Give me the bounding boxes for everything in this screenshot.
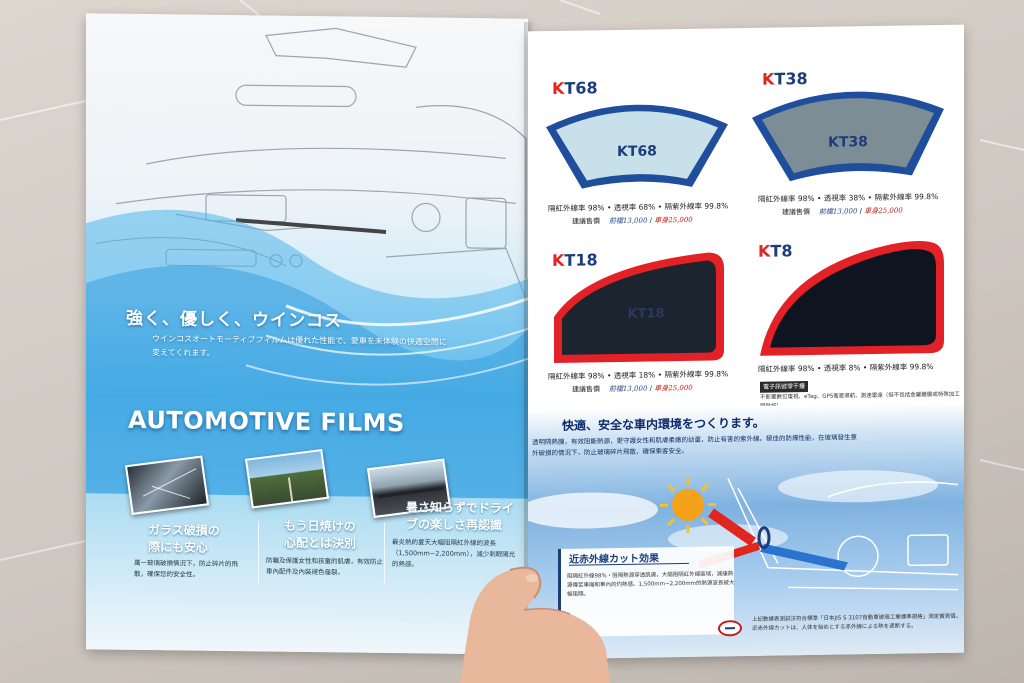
price-label: 建議售價	[782, 207, 810, 217]
film-swatch-kt68: KT68	[546, 104, 728, 189]
em-interference-badge: 電子訊號零干擾	[760, 381, 809, 393]
film-glass-text: KT18	[627, 306, 664, 322]
left-page: 強く、優しく、ウインコス ウインコスオートモーティブフィルムは優れた性能で、愛車…	[86, 13, 528, 655]
price-label: 建議售價	[572, 385, 600, 394]
price-body: 車身25,000	[654, 215, 693, 225]
price-front: 前檔13,000	[818, 207, 858, 216]
film-swatch-kt18: KT18	[554, 252, 724, 364]
price-body: 車身25,000	[654, 383, 693, 393]
film-spec-kt38: 隔紅外線率 98% • 透視率 38% • 隔紫外線率 99.8%	[758, 191, 939, 204]
feature-title-line: もう日焼けの	[284, 518, 356, 534]
feature-title-line: 際にも安心	[148, 540, 209, 555]
price-label: 建議售價	[572, 217, 600, 226]
film-glass-text: KT68	[617, 143, 657, 160]
price-front: 前檔13,000	[608, 216, 648, 226]
sky-section-title: 快適、安全な車内環境をつくります。	[562, 415, 765, 433]
automotive-films-title: AUTOMOTIVE FILMS	[128, 405, 405, 438]
feature-title-glass: ガラス破損の 際にも安心	[148, 522, 220, 557]
film-spec-kt68: 隔紅外線率 98% • 透視率 68% • 隔紫外線率 99.8%	[548, 201, 729, 214]
feature-desc-glass: 萬一玻璃破損情況下，防止碎片的飛散，確保您的安全性。	[134, 558, 238, 579]
feature-title-line: 心配とは決別	[284, 535, 357, 551]
film-spec-kt8: 隔紅外線率 98% • 透視率 8% • 隔紫外線率 99.8%	[758, 362, 934, 374]
feature-title-line: 暑さ知らずでドライ	[406, 500, 514, 516]
film-name-k: K	[552, 78, 565, 99]
hand-holding-brochure	[460, 566, 610, 683]
film-swatch-kt8	[760, 241, 944, 356]
film-price-kt38: 建議售價 前檔13,000 / 車身25,000	[782, 206, 903, 218]
sun-icon	[660, 476, 716, 533]
film-spec-kt18: 隔紅外線率 98% • 透視率 18% • 隔紫外線率 99.8%	[548, 369, 729, 382]
feature-title-line: ガラス破損の	[148, 523, 220, 538]
heat-arrow-red	[708, 508, 756, 546]
film-name-rest: T68	[564, 78, 598, 98]
right-page: KT68 KT68 隔紅外線率 98% • 透視率 68% • 隔紫外線率 99…	[528, 24, 964, 660]
film-swatch-kt38: KT38	[752, 91, 944, 182]
price-sep: /	[649, 384, 652, 393]
jp-subtext: ウインコスオートモーティブフィルムは優れた性能で、愛車を未体験の快適空間に変えて…	[152, 334, 447, 358]
film-name-kt68: KT68	[552, 78, 598, 98]
film-price-kt68: 建議售價 前檔13,000 / 車身25,000	[572, 215, 693, 227]
price-sep: /	[649, 216, 652, 225]
brochure: 強く、優しく、ウインコス ウインコスオートモーティブフィルムは優れた性能で、愛車…	[86, 13, 974, 660]
feature-title-heat: 暑さ知らずでドライ ブの楽しさ再認識	[406, 499, 524, 534]
film-price-kt18: 建議售價 前檔13,000 / 車身25,000	[572, 383, 693, 395]
cool-arrow-blue	[760, 543, 848, 571]
feature-title-line: ブの楽しさ再認識	[406, 517, 503, 533]
feature-title-sunburn: もう日焼けの 心配とは決別	[284, 518, 356, 553]
feature-desc-sunburn: 防曬及保護女性和孩童的肌膚，有效防止車內配件及內裝褪色龜裂。	[266, 556, 383, 577]
feature-divider	[384, 522, 385, 585]
wave-graphic	[86, 209, 528, 499]
price-sep: /	[859, 207, 862, 216]
jp-headline: 強く、優しく、ウインコス	[126, 308, 342, 332]
road-photo	[244, 449, 330, 509]
footer-note: 上記數據表測試法符合標準「日本JIS S 3107自動車玻璃工業標準規格」測定實…	[752, 613, 962, 632]
sun-car-diagram	[528, 470, 959, 591]
feature-divider	[258, 521, 259, 584]
broken-glass-photo	[124, 455, 210, 516]
price-body: 車身25,000	[864, 206, 903, 216]
film-glass-text: KT38	[828, 134, 868, 151]
price-front: 前檔13,000	[608, 384, 648, 394]
